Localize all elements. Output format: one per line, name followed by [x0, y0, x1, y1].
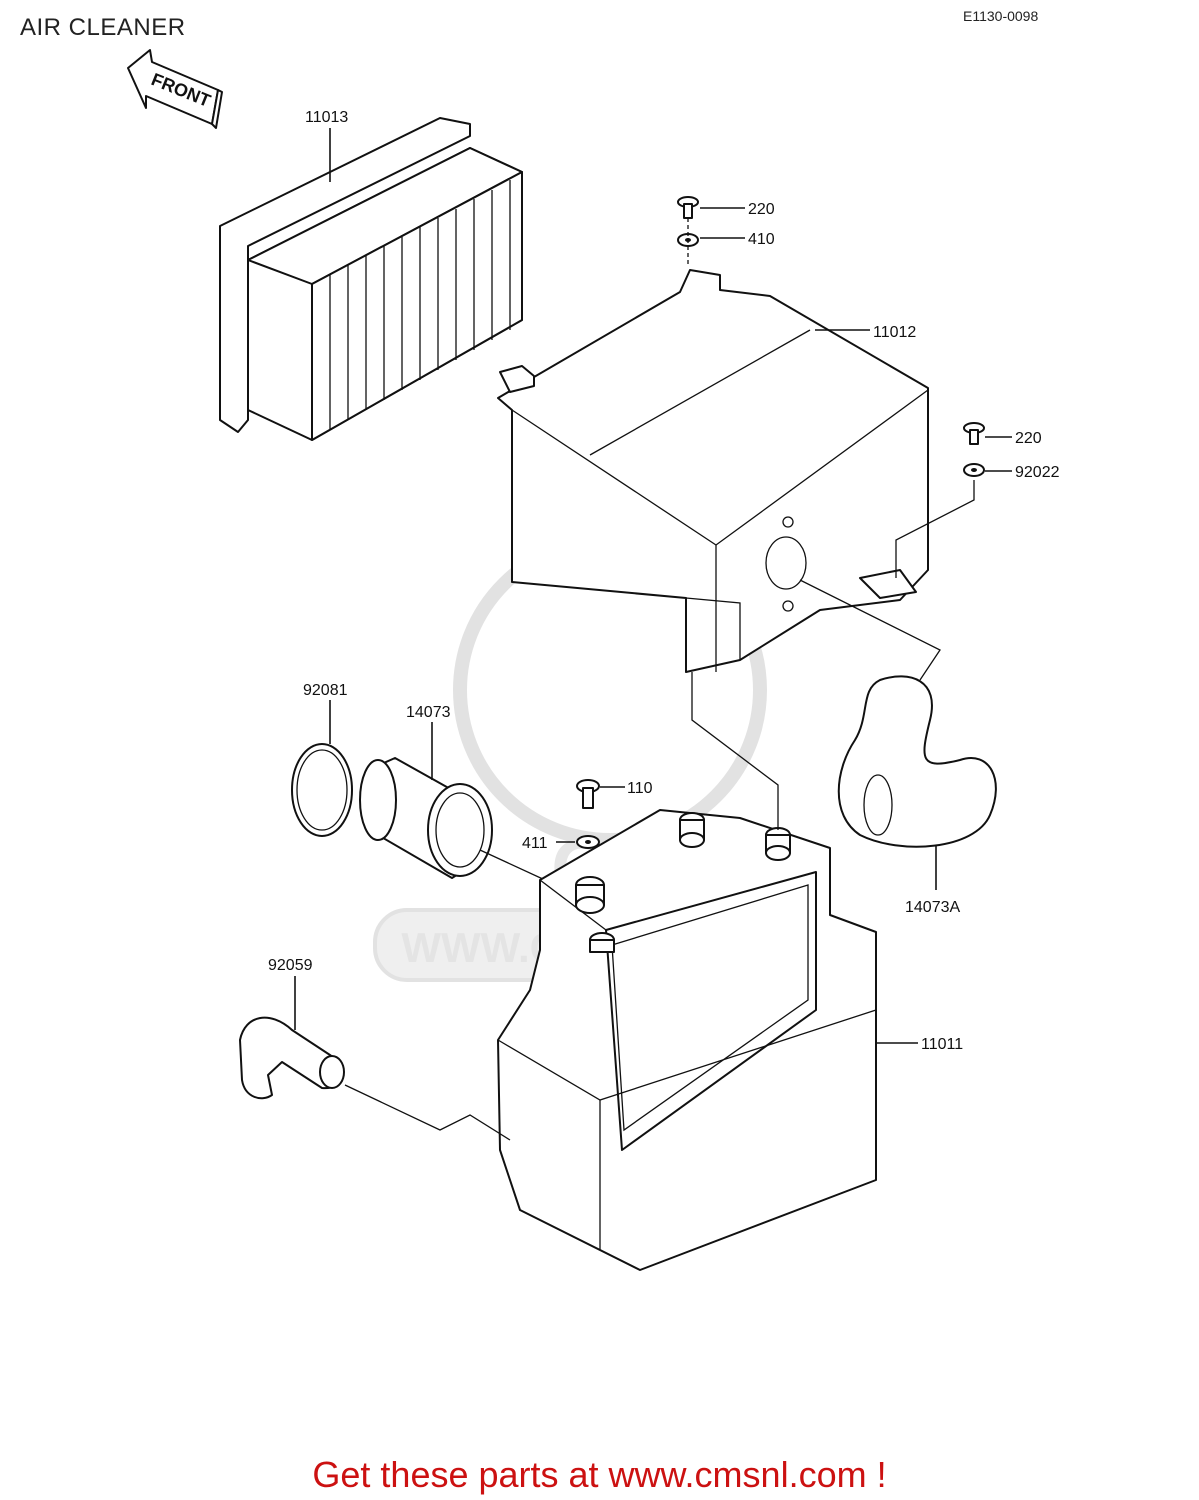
- grommet-4: [589, 932, 615, 953]
- washer-411: [556, 835, 600, 849]
- bolt-220-top: [677, 196, 745, 219]
- air-filter-element: [219, 117, 523, 441]
- label-220-right: 220: [1015, 430, 1042, 447]
- drain-hose-92059: [239, 976, 511, 1141]
- front-arrow: FRONT: [127, 49, 223, 129]
- label-92059: 92059: [268, 957, 313, 974]
- label-92022: 92022: [1015, 464, 1060, 481]
- grommet-3: [575, 876, 605, 914]
- label-14073: 14073: [406, 704, 451, 721]
- label-11011: 11011: [921, 1036, 963, 1053]
- part-labels: 11013 220 410 11012 220 92022 92081 1407…: [268, 109, 1060, 1053]
- label-92081: 92081: [303, 682, 348, 699]
- label-11012: 11012: [873, 324, 916, 341]
- air-cleaner-cover: [497, 269, 929, 673]
- label-14073a: 14073A: [905, 899, 960, 916]
- leader-right-bolt: [895, 480, 975, 578]
- diagram-code: E1130-0098: [963, 8, 1039, 24]
- bolt-220-right: [963, 422, 1012, 445]
- footer-link[interactable]: Get these parts at www.cmsnl.com !: [312, 1454, 887, 1495]
- label-220-top: 220: [748, 201, 775, 218]
- ring-92081: [291, 700, 353, 837]
- grommet-2: [765, 827, 791, 861]
- grommet-1: [679, 812, 705, 848]
- label-11013: 11013: [305, 109, 348, 126]
- duct-14073: [359, 722, 546, 881]
- air-cleaner-case: [497, 672, 918, 1271]
- label-410: 410: [748, 231, 775, 248]
- diagram-title: AIR CLEANER: [20, 14, 186, 41]
- label-411: 411: [522, 835, 548, 852]
- washer-92022: [963, 463, 1012, 477]
- label-110: 110: [627, 780, 653, 797]
- bolt-110: [576, 779, 625, 809]
- hose-14073a: [799, 579, 997, 890]
